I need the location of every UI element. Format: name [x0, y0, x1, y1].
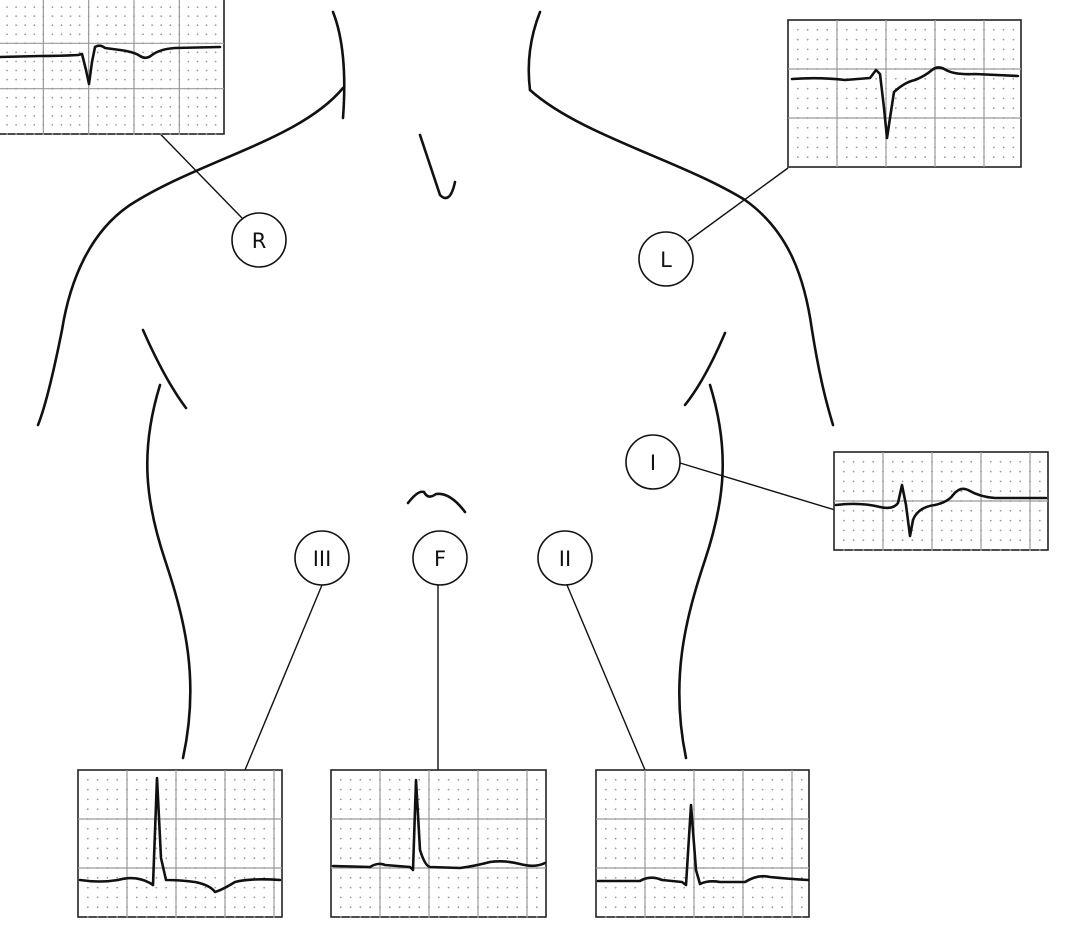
- ecg-trace-L: [790, 66, 1020, 140]
- lead-marker-I: I: [625, 434, 681, 490]
- lead-circle-I: [625, 434, 681, 490]
- left-shoulder-line: [36, 86, 345, 427]
- lead-marker-R: R: [231, 212, 287, 268]
- ecg-trace-III: [78, 776, 282, 894]
- ecg-trace-I: [834, 483, 1048, 538]
- lead-circle-R: [231, 212, 287, 268]
- ecg-trace-R: [0, 44, 222, 86]
- leader-lines: [99, 71, 836, 771]
- ecg-strip-II: [595, 769, 810, 918]
- lead-circle-L: [638, 231, 694, 287]
- ecg-grid-I: [834, 452, 1048, 551]
- ecg-strip-R: [0, 0, 225, 135]
- ecg-strip-III: [77, 769, 283, 918]
- lead-label-L: L: [660, 248, 672, 272]
- ecg-frame-F: [330, 769, 547, 918]
- leader-line-III: [244, 584, 323, 771]
- lead-marker-F: F: [412, 530, 468, 586]
- ecg-frame-II: [595, 769, 810, 918]
- ecg-strip-F: [330, 769, 547, 918]
- ecg-trace-II: [596, 803, 810, 887]
- lead-label-I: I: [650, 451, 656, 475]
- navel-line: [406, 490, 467, 514]
- sternal-notch-line: [418, 133, 457, 200]
- ecg-frame-III: [77, 769, 283, 918]
- lead-label-II: II: [559, 547, 571, 571]
- lead-label-F: F: [434, 547, 446, 571]
- neck-left-line: [331, 10, 346, 120]
- ecg-trace-F: [331, 778, 547, 872]
- ecg-frame-R: [0, 0, 225, 135]
- leader-line-I: [679, 462, 836, 511]
- lead-label-III: III: [313, 547, 332, 571]
- lead-label-R: R: [252, 229, 267, 253]
- ecg-frame-L: [787, 19, 1022, 168]
- right-side-line: [678, 383, 725, 760]
- ecg-grid-III: [78, 770, 282, 918]
- lead-circle-III: [294, 530, 350, 586]
- left-side-line: [145, 383, 192, 760]
- leader-line-L: [687, 167, 789, 242]
- lead-circle-II: [537, 530, 593, 586]
- lead-marker-L: L: [638, 231, 694, 287]
- right-shoulder-line: [528, 88, 835, 427]
- left-armpit-line: [141, 328, 188, 410]
- ecg-strip-I: [833, 451, 1049, 551]
- lead-marker-II: II: [537, 530, 593, 586]
- lead-circle-F: [412, 530, 468, 586]
- ecg-grid-L: [788, 20, 1021, 167]
- ecg-grid-R: [0, 0, 224, 135]
- lead-marker-III: III: [294, 530, 350, 586]
- leader-line-II: [566, 584, 646, 771]
- ecg-strip-L: [787, 19, 1022, 168]
- torso-outline: [36, 10, 835, 760]
- right-armpit-line: [683, 331, 727, 407]
- neck-right-line: [527, 10, 542, 92]
